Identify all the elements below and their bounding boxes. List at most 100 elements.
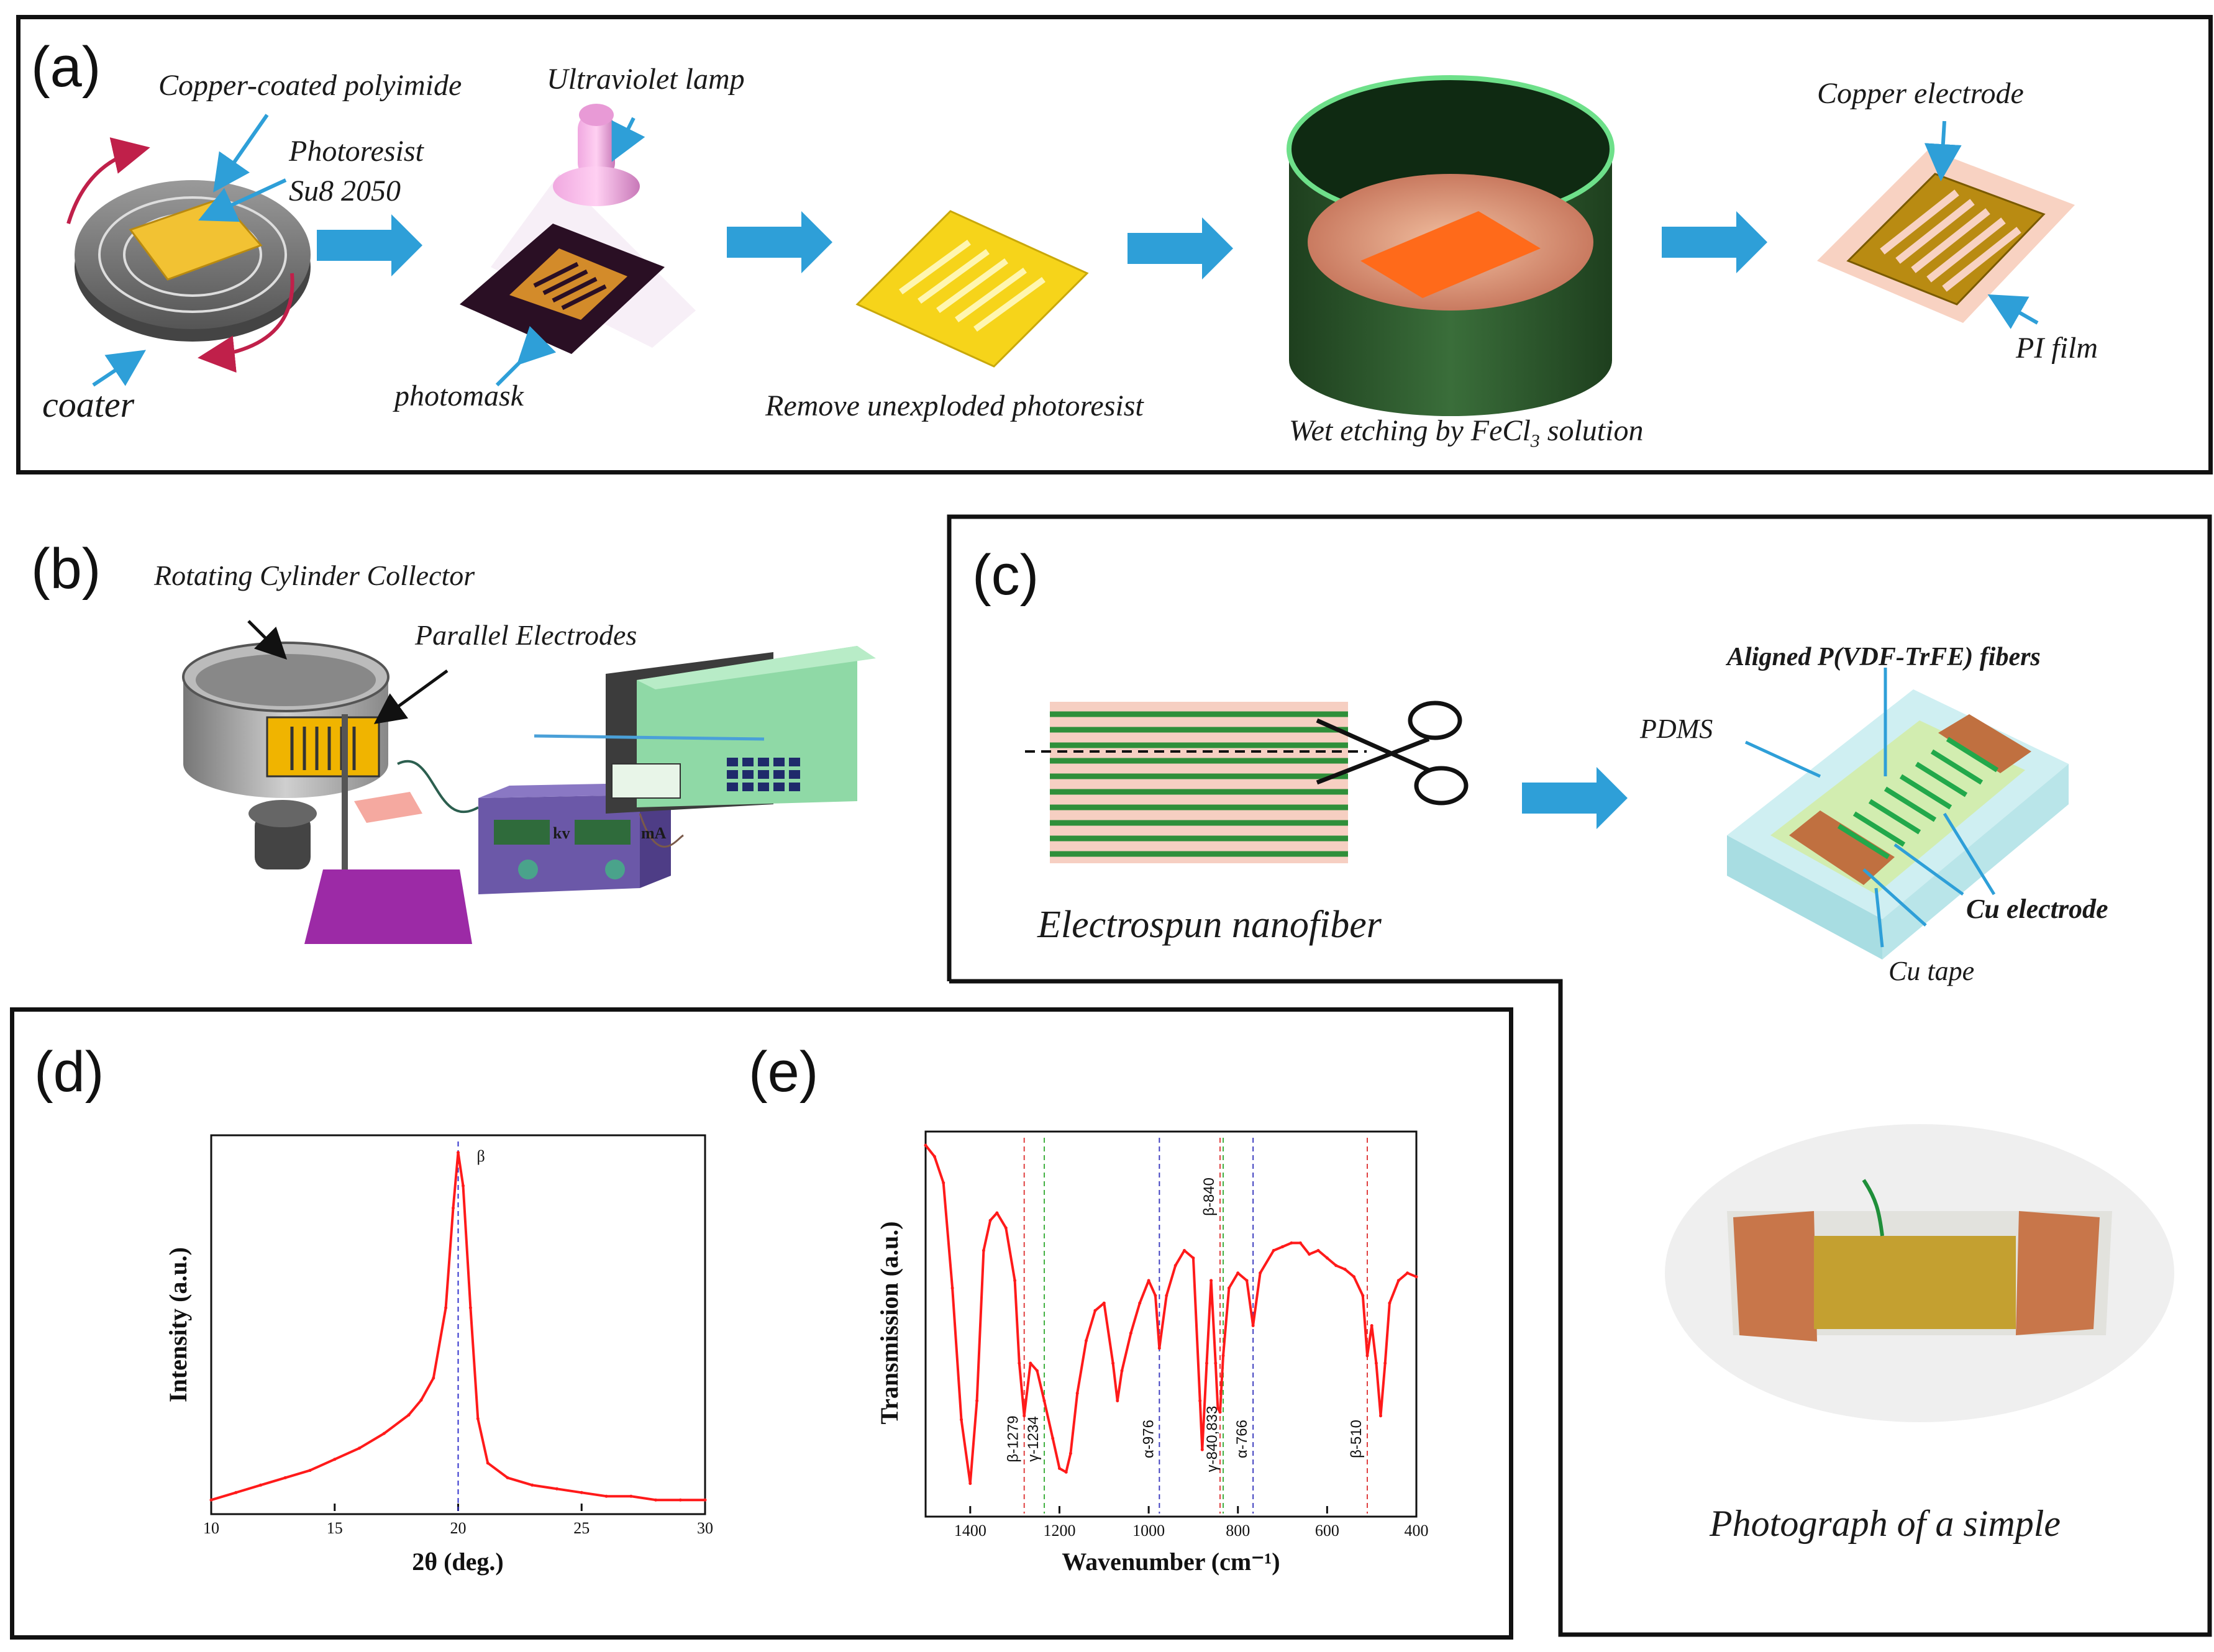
data-point [1334,1264,1338,1268]
data-point [1374,1361,1378,1365]
data-point [968,1482,972,1486]
data-point [1406,1271,1410,1275]
data-point [444,1306,448,1310]
data-point [1259,1271,1262,1275]
label-wet-etching-prefix: Wet etching by FeCl [1289,414,1531,447]
collector-drum-icon [182,642,472,944]
panel-d-letter: (d) [34,1040,104,1104]
data-point [654,1498,657,1502]
data-point [1290,1241,1293,1245]
xrd-xlabel: 2θ (deg.) [412,1548,504,1576]
label-rotating-collector: Rotating Cylinder Collector [154,560,475,591]
data-point [1414,1275,1418,1279]
data-point [432,1376,435,1380]
xrd-plot-frame [210,1134,706,1515]
x-tick-label: 400 [1405,1522,1429,1540]
data-point [468,1306,472,1310]
panel-c-letter: (c) [972,543,1039,607]
ftir-chart: Wavenumber (cm⁻¹) Transmission (a.u.) 14… [875,1130,1429,1576]
data-point [1221,1354,1225,1358]
x-tick-label: 1200 [1043,1522,1075,1540]
photomask-icon [460,224,665,387]
data-point [1138,1301,1142,1305]
data-point [462,1184,465,1187]
data-point [486,1461,490,1465]
data-point [932,1155,936,1158]
annotation-label: β-1279 [1005,1415,1022,1462]
data-point [1191,1256,1195,1260]
data-point [1068,1451,1072,1455]
data-point [1370,1324,1374,1327]
data-point [1029,1361,1032,1365]
x-tick-label: 600 [1315,1522,1339,1540]
annotation-label: γ-1234 [1025,1416,1042,1461]
label-wet-etching-suffix: solution [1539,414,1644,447]
data-point [1396,1279,1400,1282]
data-point [333,1458,337,1461]
label-electrospun-nanofiber: Electrospun nanofiber [1037,904,1382,946]
data-point [1298,1241,1302,1245]
data-point [531,1483,534,1487]
data-point [1116,1399,1119,1402]
copper-electrode-icon [1817,120,2075,329]
panel-c-arrow [1522,767,1628,829]
data-point [419,1399,423,1402]
data-point [924,1143,927,1147]
data-point [1365,1354,1369,1358]
data-point [1093,1309,1097,1312]
annotation-label: α-976 [1140,1420,1157,1458]
label-remove-photoresist: Remove unexploded photoresist [765,389,1144,422]
label-wet-etching: Wet etching by FeCl3 solution [1289,414,1644,452]
label-uv-lamp: Ultraviolet lamp [547,63,745,96]
data-point [1198,1399,1202,1402]
x-tick-label: 25 [573,1519,590,1537]
data-point [1129,1332,1132,1335]
panel-a-frame [16,15,2213,474]
developed-plate-icon [855,210,1089,368]
data-point [1325,1256,1329,1260]
label-su8: Su8 2050 [289,175,401,207]
data-point [1251,1324,1255,1327]
label-cu-electrode: Cu electrode [1966,894,2108,924]
label-coater: coater [42,384,135,425]
panel-a-illustrations [66,75,2075,416]
data-point [283,1476,287,1479]
data-point [1200,1448,1204,1451]
data-point [703,1498,707,1502]
label-pdms: PDMS [1640,714,1713,744]
data-point [1245,1279,1249,1282]
data-point [1085,1339,1088,1343]
data-point [975,1399,979,1402]
data-point [604,1494,608,1498]
data-point [1388,1301,1392,1305]
label-cu-tape: Cu tape [1888,956,1975,986]
label-kv: kv [553,824,570,842]
data-point [506,1476,509,1479]
xrd-ylabel: Intensity (a.u.) [164,1247,192,1402]
label-copper-electrode: Copper electrode [1817,77,2024,110]
data-point [1058,1466,1061,1470]
data-point [1173,1264,1177,1268]
label-photograph: Photograph of a simple [1710,1503,2061,1544]
data-point [1236,1271,1240,1275]
data-point [1214,1361,1218,1365]
data-point [1379,1414,1382,1418]
annotation-label: β [477,1147,485,1165]
label-photomask: photomask [394,379,524,412]
data-point [1018,1361,1021,1365]
data-point [1075,1391,1079,1395]
x-tick-label: 15 [327,1519,343,1537]
annotation-label: α-766 [1234,1420,1250,1458]
x-tick-label: 30 [697,1519,713,1537]
series-line [924,1144,1417,1485]
label-wet-etching-sub: 3 [1530,430,1540,452]
data-point [476,1417,480,1420]
x-tick-label: 1400 [954,1522,986,1540]
x-tick-label: 10 [203,1519,219,1537]
data-point [1361,1294,1365,1297]
x-tick-label: 1000 [1132,1522,1165,1540]
data-point [1183,1249,1186,1252]
panel-de-frame [10,1007,1513,1640]
